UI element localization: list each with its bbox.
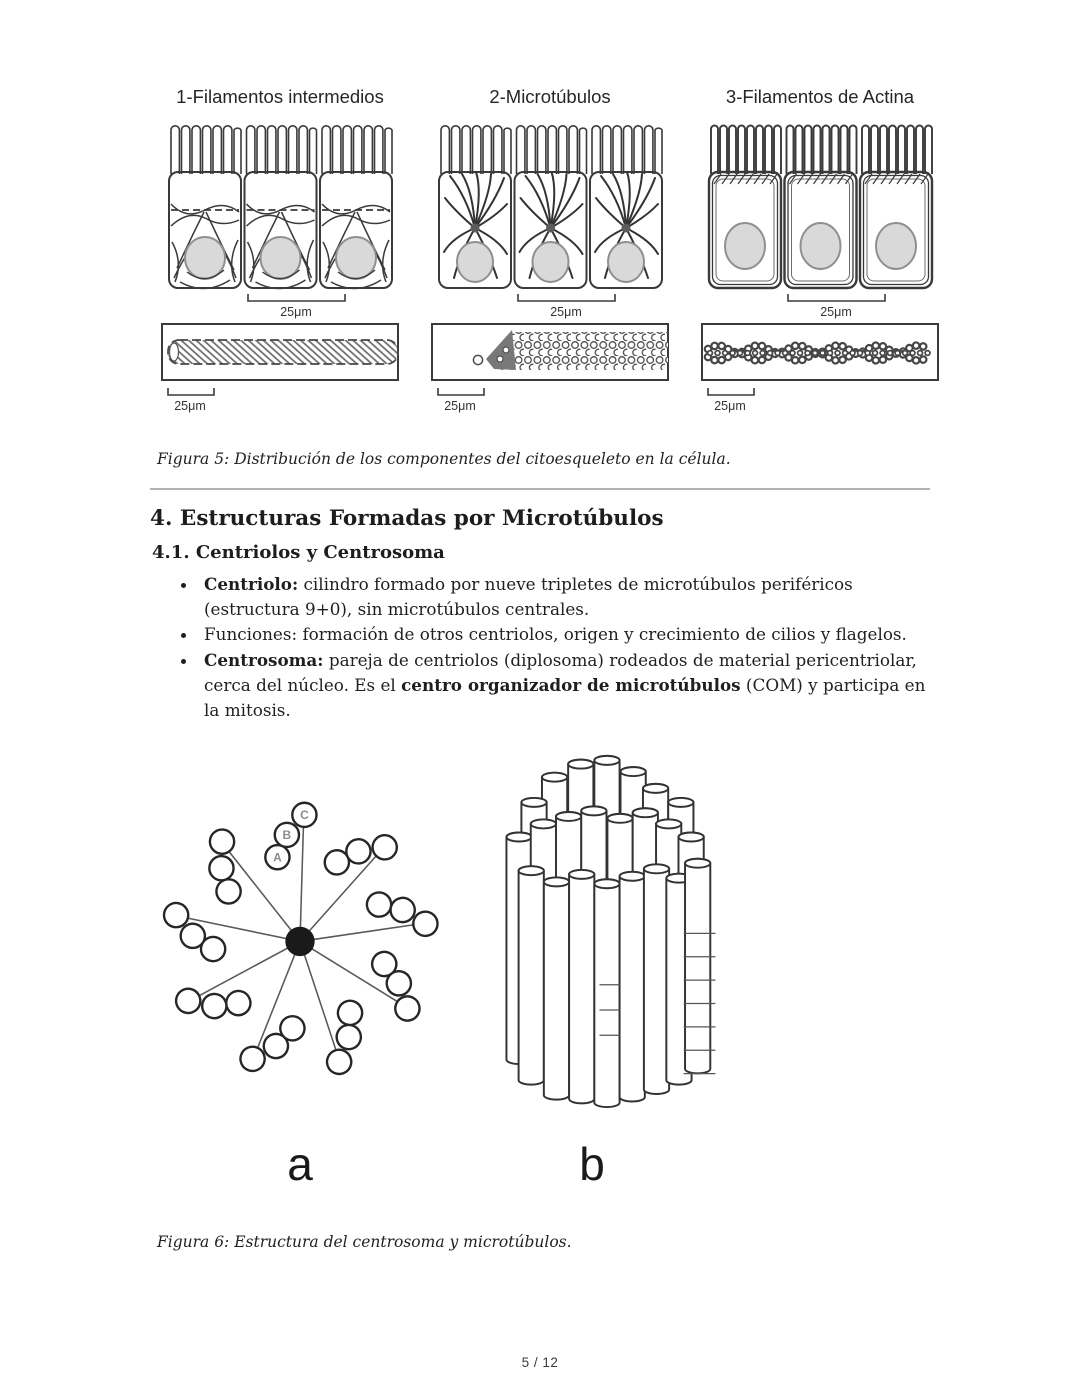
scale-bar-fiber — [437, 388, 485, 396]
scale-label: 25μm — [714, 399, 746, 413]
scale-label: 25μm — [820, 305, 852, 319]
panel-actin-filaments: 3-Filamentos de Actina — [700, 86, 940, 416]
intermediate-filaments-drawing: 25μm 25μm — [161, 124, 399, 413]
bullet-text: (COM) y participa en la mitosis. — [204, 674, 926, 721]
panel-intermediate-filaments: 1-Filamentos intermedios — [160, 86, 400, 416]
scale-label: 25μm — [174, 399, 206, 413]
actin-beaded-strands — [703, 341, 936, 365]
scale-bar-cells — [517, 294, 616, 302]
microtubules-drawing: 25μm 25μm — [431, 124, 669, 413]
section-divider — [150, 488, 930, 490]
panel-title: 3-Filamentos de Actina — [725, 86, 915, 107]
subsection-heading: 4.1. Centriolos y Centrosoma — [152, 542, 445, 563]
bold-term: centro organizador de microtúbulos — [401, 674, 741, 695]
actin-filaments-drawing: 25μm 25μm — [701, 124, 939, 413]
svg-text:A: A — [273, 851, 282, 865]
figure6-label-a: a — [287, 1138, 313, 1191]
bullet-centriolo: Centriolo: cilindro formado por nueve tr… — [198, 572, 930, 622]
spokes — [178, 817, 423, 1060]
panel-title: 2-Microtúbulos — [489, 86, 611, 107]
figure5-caption: Figura 5: Distribución de los componente… — [157, 450, 731, 468]
scale-bar-fiber — [167, 388, 215, 396]
section-heading: 4. Estructuras Formadas por Microtúbulos — [150, 506, 664, 531]
bullet-text: pareja de centriolos (diplosoma) rodeado… — [204, 649, 917, 695]
centriole-3d-column: b — [446, 751, 738, 1187]
scale-bar-cells — [247, 294, 346, 302]
bullet-centrosoma: Centrosoma: pareja de centriolos (diplos… — [198, 648, 930, 724]
central-hub — [285, 926, 315, 957]
figure-centrosome-structure: A B C a b Figura 6: Estructura del centr… — [150, 751, 930, 1251]
panel-microtubules: 2-Microtúbulos — [430, 86, 670, 416]
bullet-list: Centriolo: cilindro formado por nueve tr… — [150, 572, 930, 723]
panel-title: 1-Filamentos intermedios — [176, 86, 384, 107]
bold-term: Centrosoma: — [204, 649, 324, 670]
bullet-text: Funciones: formación de otros centriolos… — [204, 624, 907, 645]
scale-label: 25μm — [280, 305, 312, 319]
svg-text:B: B — [283, 828, 292, 842]
page-number: 5 / 12 — [521, 1355, 559, 1370]
scale-bar-fiber — [707, 388, 755, 396]
figure6-label-b: b — [579, 1138, 605, 1191]
centriole-cross-section-column: A B C a — [154, 751, 446, 1187]
figure-cytoskeleton-distribution: 1-Filamentos intermedios — [150, 86, 939, 468]
triplet-letter-labels: A B C — [273, 808, 309, 864]
scale-bar-cells — [787, 294, 886, 302]
microtubule-lattice — [472, 330, 668, 370]
intermediate-filament-rope — [167, 339, 399, 365]
scale-label: 25μm — [550, 305, 582, 319]
centriole-cross-section-drawing: A B C — [156, 801, 441, 1085]
bold-term: Centriolo: — [204, 574, 299, 594]
figure6-caption: Figura 6: Estructura del centrosoma y mi… — [157, 1233, 572, 1252]
bullet-funciones: Funciones: formación de otros centriolos… — [198, 622, 930, 647]
bullet-text: cilindro formado por nueve tripletes de … — [204, 574, 853, 620]
centriole-3d-drawing — [505, 755, 716, 1109]
figure6-panels: A B C a b — [154, 751, 930, 1187]
svg-text:C: C — [300, 808, 309, 822]
scale-label: 25μm — [444, 399, 476, 413]
figure5-panels: 1-Filamentos intermedios — [160, 86, 940, 416]
